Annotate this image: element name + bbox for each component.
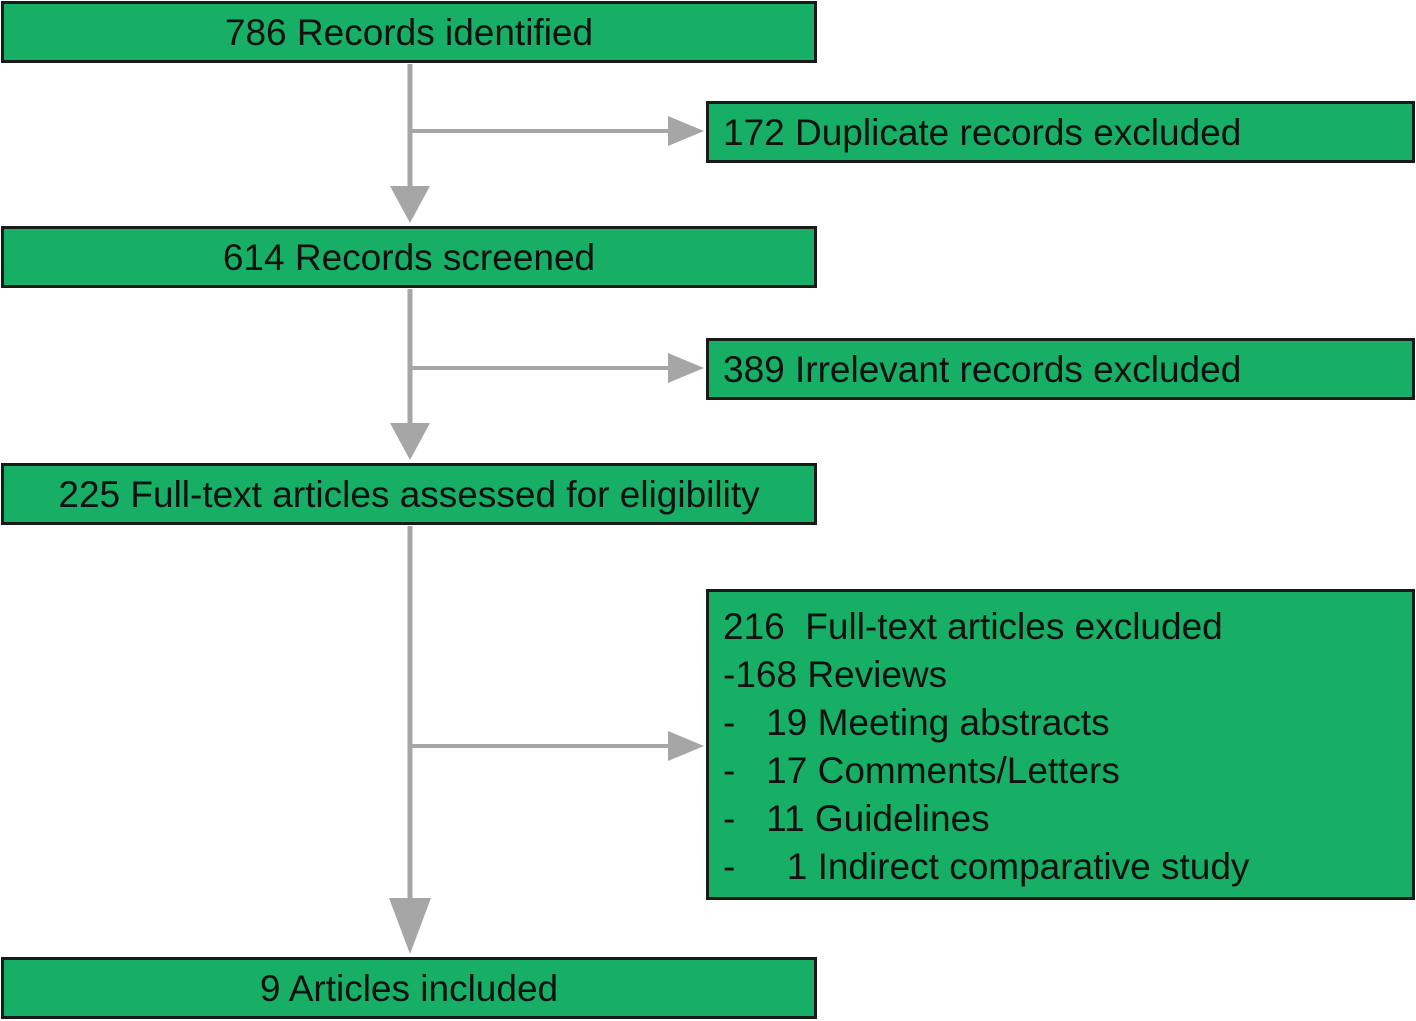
- fulltext-excluded-title: 216 Full-text articles excluded: [723, 606, 1223, 647]
- fulltext-assessed-label: 225 Full-text articles assessed for elig…: [58, 473, 760, 515]
- fulltext-excluded-box: 216 Full-text articles excluded -168 Rev…: [706, 589, 1415, 900]
- arrow-screened-to-assessed: [390, 289, 430, 460]
- arrow-to-fulltext-excluded: [412, 731, 704, 761]
- duplicates-excluded-box: 172 Duplicate records excluded: [706, 101, 1415, 163]
- records-identified-box: 786 Records identified: [1, 1, 817, 63]
- articles-included-box: 9 Articles included: [1, 957, 817, 1019]
- duplicates-excluded-label: 172 Duplicate records excluded: [723, 111, 1242, 153]
- exclusion-reason-guidelines: - 11 Guidelines: [723, 798, 990, 839]
- arrow-assessed-to-included: [389, 526, 431, 954]
- arrow-identified-to-screened: [390, 64, 430, 223]
- exclusion-reason-indirect-study: - 1 Indirect comparative study: [723, 846, 1250, 887]
- arrow-to-irrelevant: [412, 353, 704, 383]
- exclusion-reason-reviews: -168 Reviews: [723, 654, 948, 695]
- irrelevant-excluded-label: 389 Irrelevant records excluded: [723, 348, 1242, 390]
- irrelevant-excluded-box: 389 Irrelevant records excluded: [706, 338, 1415, 400]
- records-screened-label: 614 Records screened: [222, 236, 596, 278]
- fulltext-assessed-box: 225 Full-text articles assessed for elig…: [1, 463, 817, 525]
- arrow-to-duplicates: [412, 116, 704, 146]
- exclusion-reason-comments-letters: - 17 Comments/Letters: [723, 750, 1120, 791]
- articles-included-label: 9 Articles included: [259, 967, 559, 1009]
- records-identified-label: 786 Records identified: [224, 11, 594, 53]
- records-screened-box: 614 Records screened: [1, 226, 817, 288]
- exclusion-reason-meeting-abstracts: - 19 Meeting abstracts: [723, 702, 1110, 743]
